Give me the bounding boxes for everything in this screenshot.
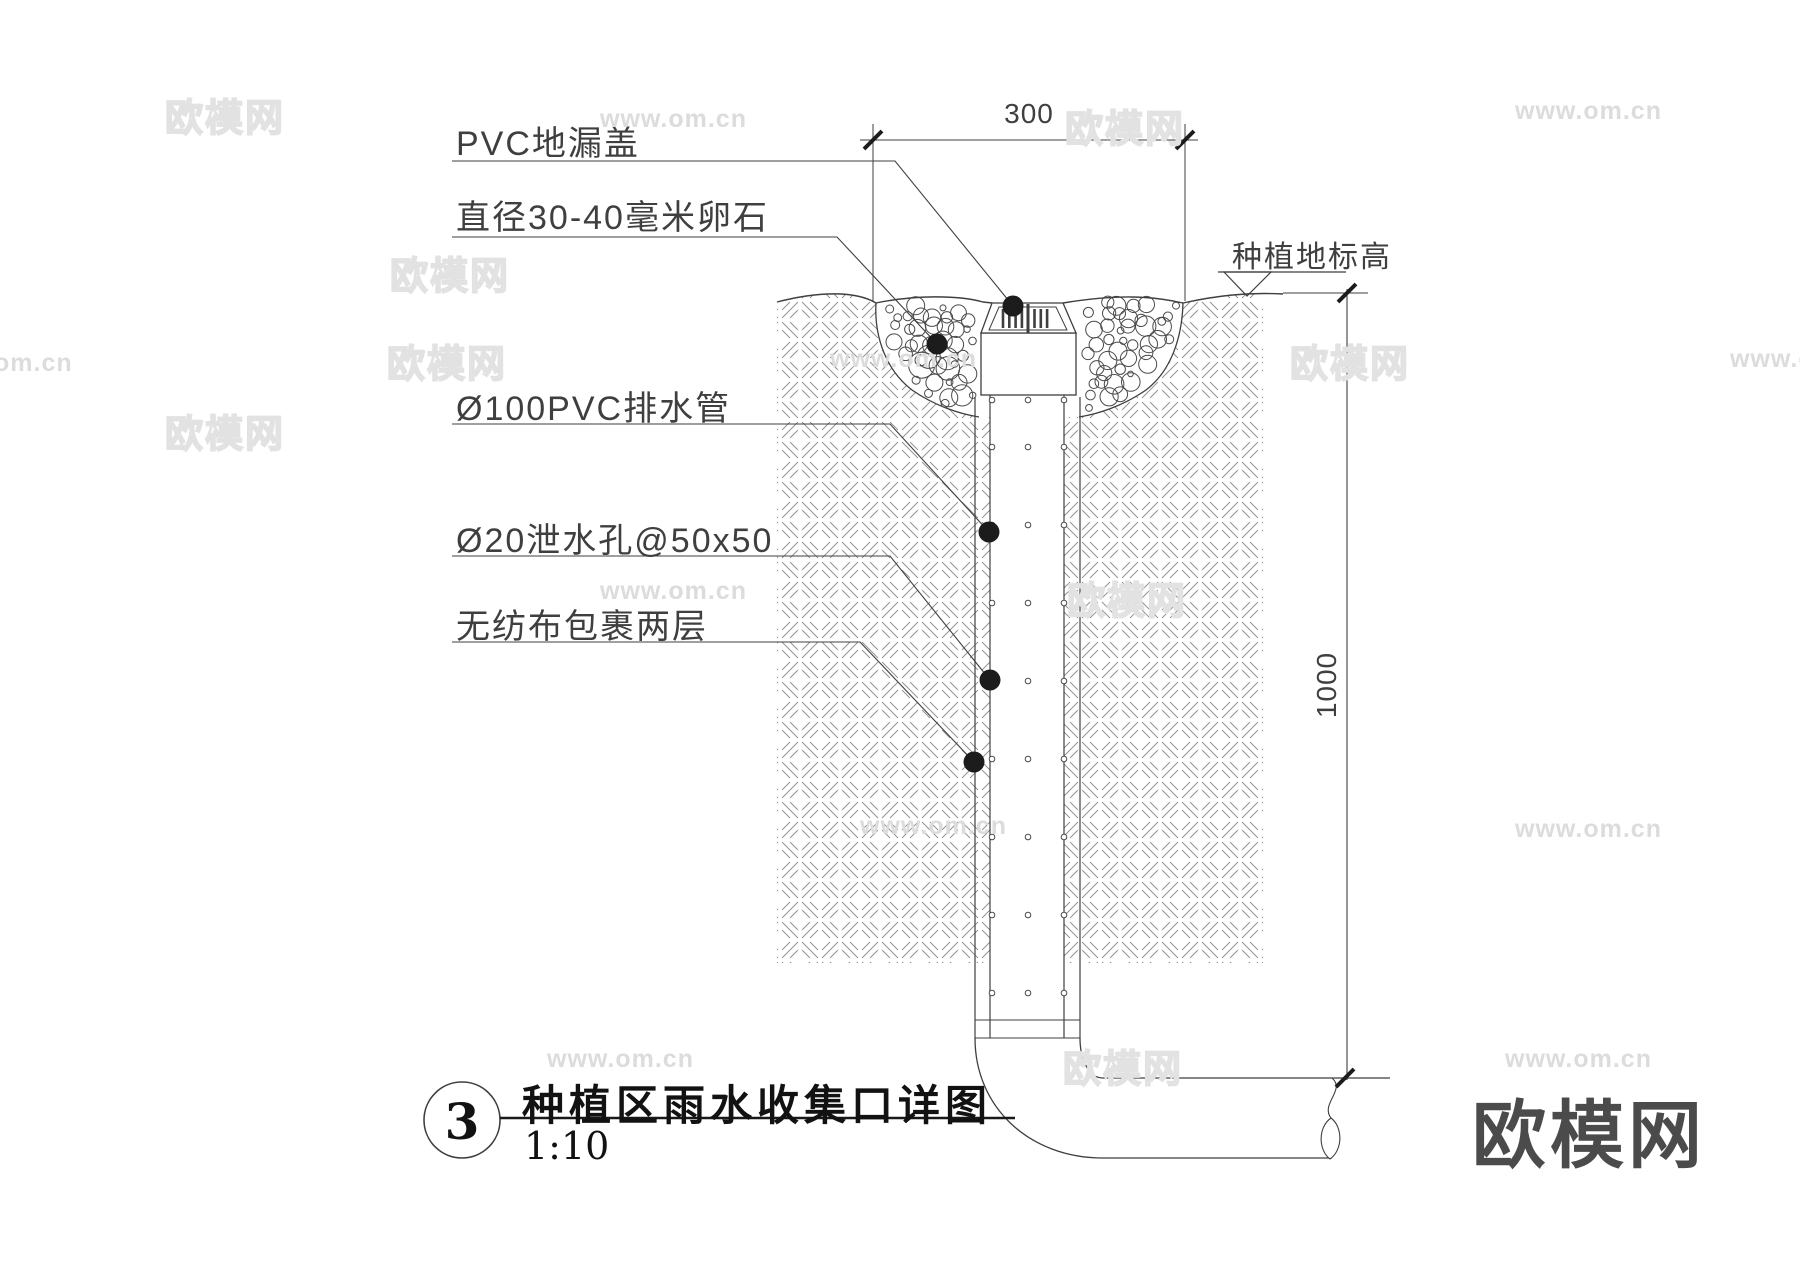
leader-dots <box>926 295 1024 773</box>
weep-holes <box>988 396 1068 997</box>
watermark-url: om.cn <box>0 349 73 377</box>
elevation-marker <box>1218 271 1346 297</box>
label-drain-pipe: Ø100PVC排水管 <box>456 390 732 428</box>
label-geotextile: 无纺布包裹两层 <box>456 608 708 646</box>
watermark-url: www.om.cn <box>547 1045 694 1073</box>
leader-lines <box>452 160 1014 763</box>
dimension-300-value: 300 <box>1004 98 1054 129</box>
watermark-url: www.om.cn <box>830 345 977 373</box>
watermark-url: www.om.cn <box>600 105 747 133</box>
watermark-url: www.om.cn <box>1730 345 1800 373</box>
label-planting-level: 种植地标高 <box>1232 241 1392 274</box>
watermark-brand: 欧模网 <box>164 413 286 457</box>
detail-number: 3 <box>444 1092 480 1151</box>
site-logo: 欧模网 <box>1472 1094 1706 1177</box>
detail-scale: 1:10 <box>524 1124 610 1168</box>
drain-grate <box>980 302 1077 396</box>
watermark-url: www.om.cn <box>1505 1045 1652 1073</box>
ground-line <box>776 292 1284 304</box>
watermark-brand: 欧模网 <box>386 343 508 387</box>
watermark-brand: 欧模网 <box>1062 1048 1184 1092</box>
watermark-brand: 欧模网 <box>1066 580 1188 624</box>
watermark-url: www.om.cn <box>600 577 747 605</box>
pebble-bed <box>885 295 1180 412</box>
watermark-brand: 欧模网 <box>1064 108 1186 152</box>
label-weep-holes: Ø20泄水孔@50x50 <box>456 522 774 560</box>
dimension-1000 <box>1283 282 1368 1089</box>
label-pebbles: 直径30-40毫米卵石 <box>456 199 769 237</box>
drain-pipe <box>974 395 1081 1039</box>
watermark-brand: 欧模网 <box>389 255 511 299</box>
watermark-url: www.om.cn <box>860 812 1007 840</box>
label-drain-cover: PVC地漏盖 <box>456 125 640 163</box>
watermark-url: www.om.cn <box>1515 815 1662 843</box>
watermark-brand: 欧模网 <box>1289 343 1411 387</box>
watermark-brand: 欧模网 <box>164 97 286 141</box>
watermark-url: www.om.cn <box>1515 97 1662 125</box>
outlet-pipe <box>974 1037 1390 1160</box>
title-block <box>423 1081 1015 1159</box>
dimension-1000-value: 1000 <box>1311 651 1342 719</box>
dimension-300 <box>860 124 1198 301</box>
detail-title: 种植区雨水收集口详图 <box>522 1082 993 1129</box>
